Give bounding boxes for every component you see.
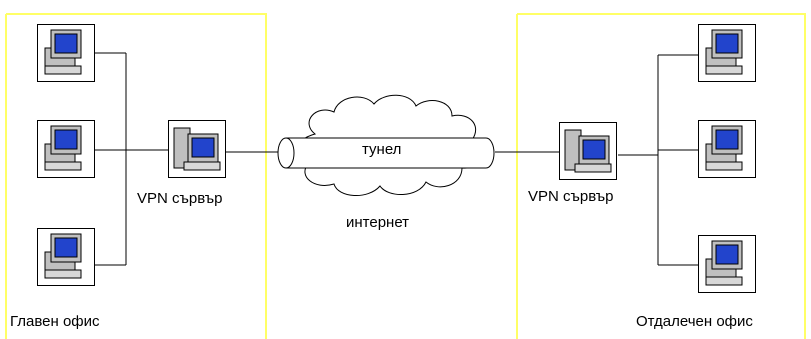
internet-label: интернет [346, 214, 410, 231]
remote-office-computer-1-icon [698, 24, 756, 82]
right-vpn-server-icon [559, 122, 617, 180]
main-office-wiring [95, 52, 168, 266]
remote-office-wiring [618, 54, 698, 266]
remote-office-zone [516, 13, 806, 339]
remote-office-label: Отдалечен офис [636, 313, 753, 330]
main-office-computer-3-icon [37, 228, 95, 286]
remote-office-computer-2-icon [698, 120, 756, 178]
remote-office-computer-3-icon [698, 235, 756, 293]
main-office-computer-2-icon [37, 120, 95, 178]
left-vpn-server-label: VPN сървър [137, 190, 223, 207]
tunnel-pipe [277, 137, 495, 169]
right-vpn-server-label: VPN сървър [528, 188, 614, 205]
main-office-label: Главен офис [10, 313, 100, 330]
tunnel-label: тунел [362, 141, 402, 158]
left-vpn-server-icon [168, 120, 226, 178]
main-office-zone [5, 13, 267, 339]
main-office-computer-1-icon [37, 24, 95, 82]
